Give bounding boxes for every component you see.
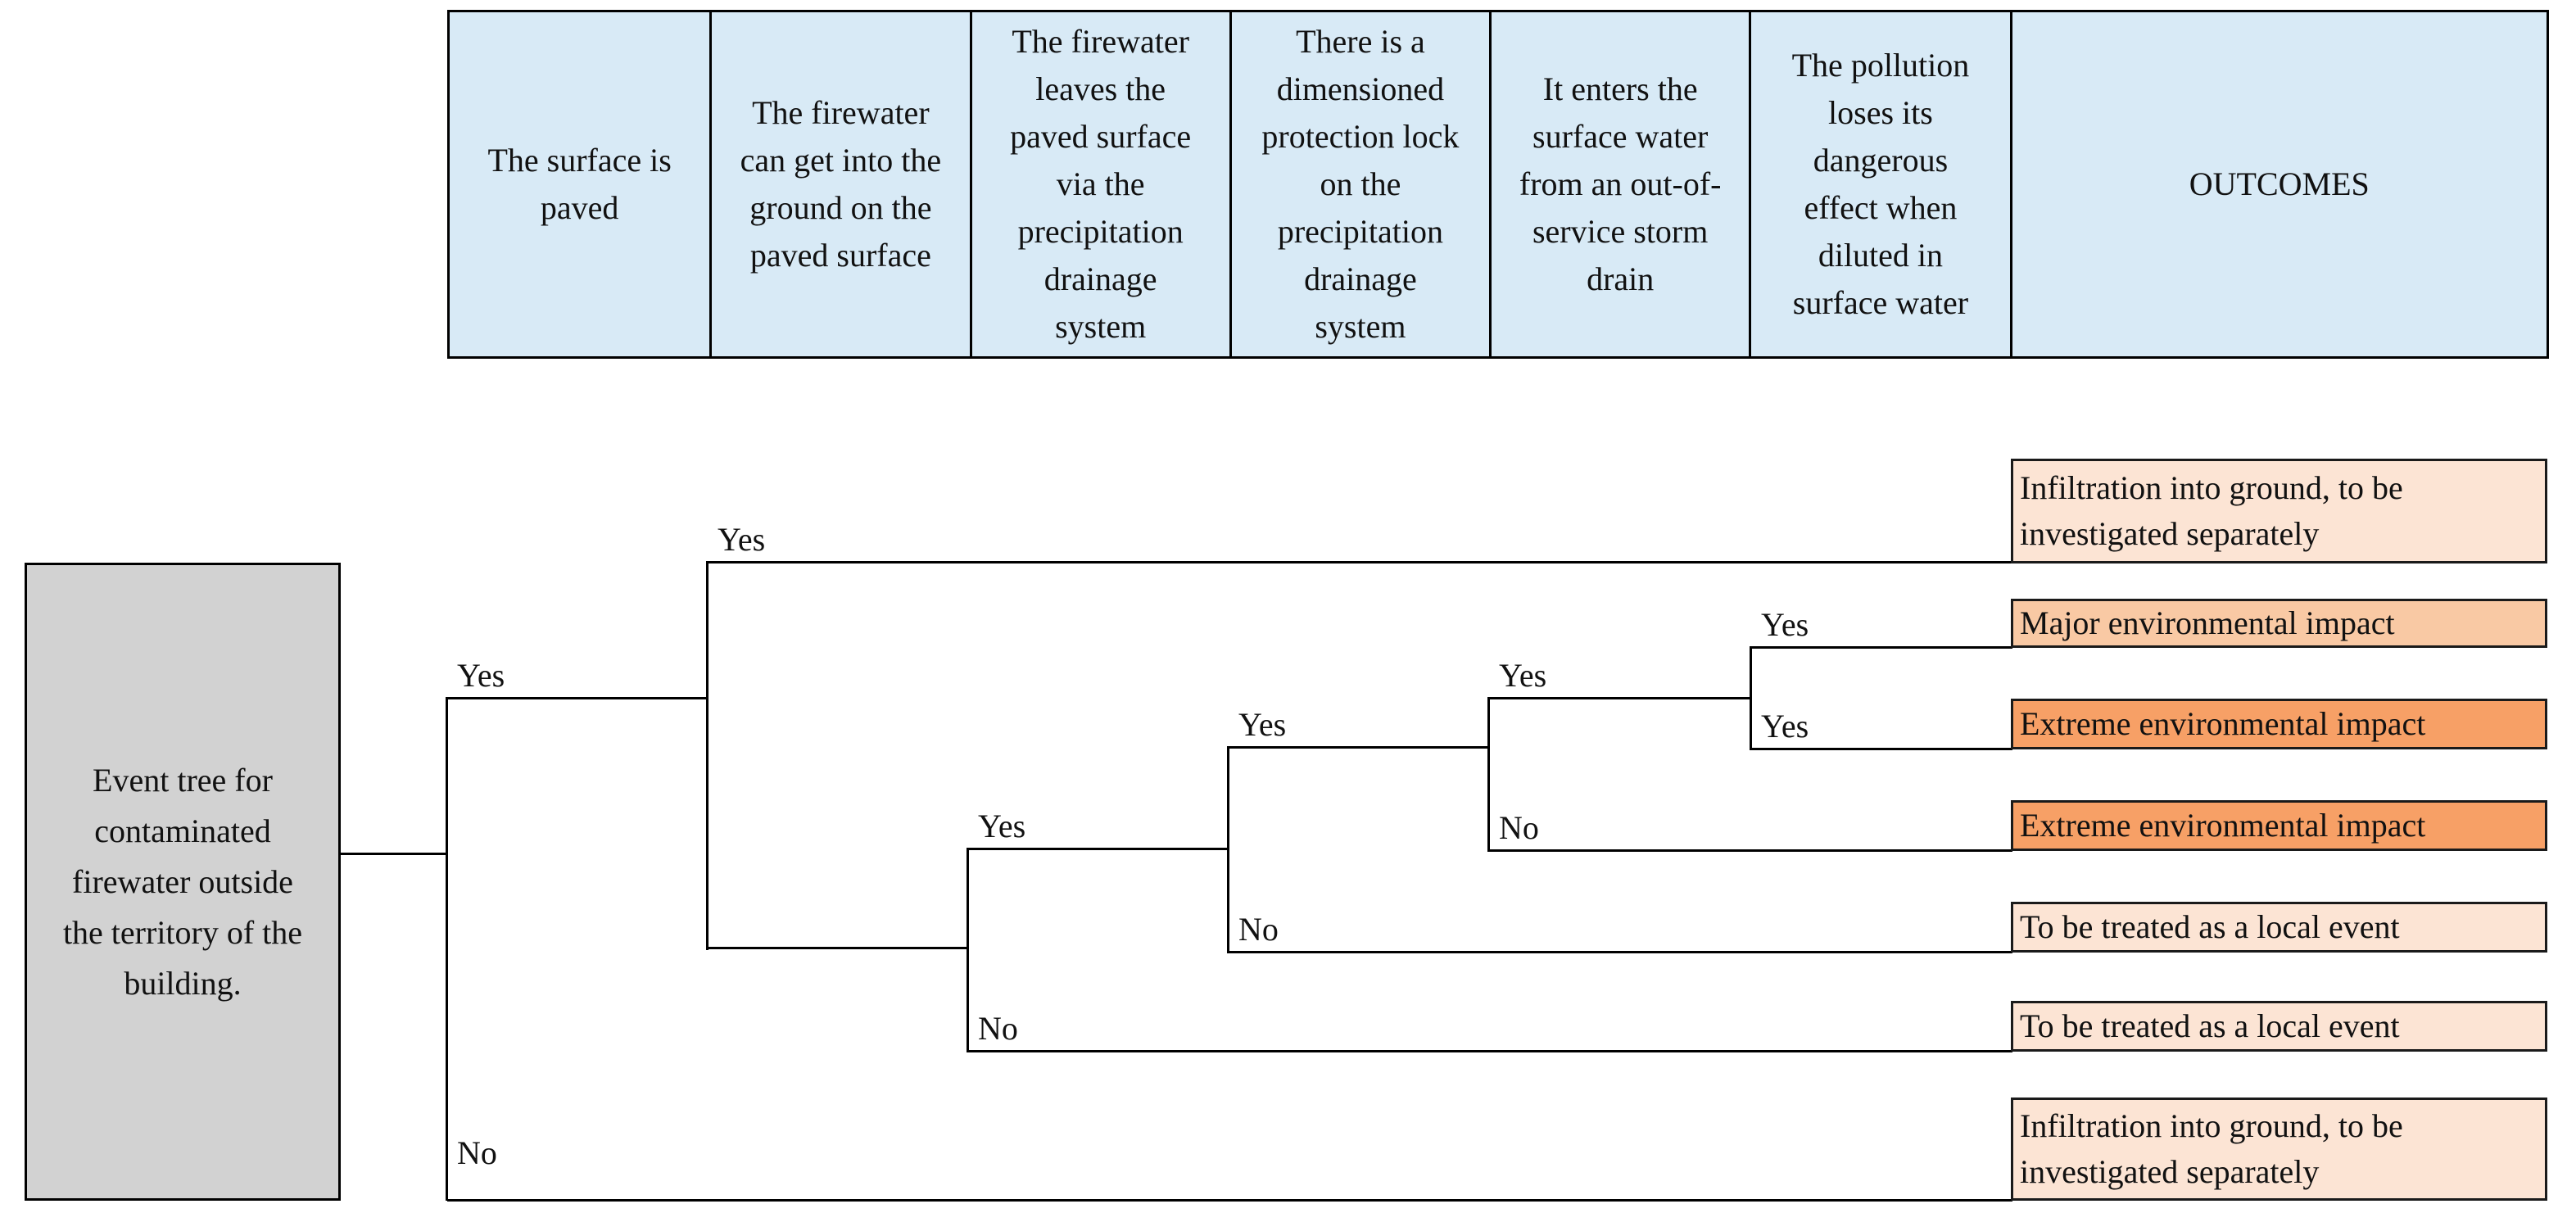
header-cell-outcomes: OUTCOMES xyxy=(2009,12,2547,356)
outcome-box-major-impact: Major environmental impact xyxy=(2011,599,2547,648)
line-l1-no xyxy=(447,1199,2012,1202)
outcome-box-local-event-2: To be treated as a local event xyxy=(2011,1001,2547,1052)
branch-v6-pollution-diluted xyxy=(1750,646,1752,750)
line-l4-yes xyxy=(1229,746,1489,749)
line-l2-yes xyxy=(708,561,2012,563)
question-header-table: The surface is paved The firewater can g… xyxy=(447,10,2549,359)
branch-v4-protection-lock xyxy=(1227,746,1229,953)
branch-v2-into-ground xyxy=(706,561,709,950)
header-cell-surface-paved: The surface is paved xyxy=(487,142,672,226)
branch-label-l6-yes-lower: Yes xyxy=(1761,708,1809,745)
line-l5-no xyxy=(1489,849,2012,852)
line-root-connector xyxy=(341,853,447,855)
line-l1-yes xyxy=(447,697,708,699)
line-l2-no xyxy=(708,947,968,949)
branch-v1-surface-paved xyxy=(446,697,448,1201)
branch-label-l2-yes: Yes xyxy=(718,521,766,558)
header-cell-protection-lock: There is a dimensioned protection lock o… xyxy=(1229,12,1489,356)
branch-label-l5-no: No xyxy=(1499,809,1539,846)
line-l6-yes xyxy=(1751,646,2012,649)
branch-label-l6-yes-upper: Yes xyxy=(1761,606,1809,643)
branch-v5-storm-drain xyxy=(1487,697,1490,852)
line-l4-no xyxy=(1229,951,2012,953)
branch-label-l4-yes: Yes xyxy=(1238,706,1287,743)
outcome-box-local-event-1: To be treated as a local event xyxy=(2011,902,2547,953)
outcome-box-infiltration-bottom: Infiltration into ground, to be investig… xyxy=(2011,1098,2547,1201)
branch-label-l1-yes: Yes xyxy=(457,657,505,694)
header-cell-storm-drain: It enters the surface water from an out-… xyxy=(1489,12,1749,356)
header-cell-pollution-diluted: The pollution loses its dangerous effect… xyxy=(1749,12,2009,356)
outcome-box-infiltration-top: Infiltration into ground, to be investig… xyxy=(2011,459,2547,563)
outcome-box-extreme-impact-1: Extreme environmental impact xyxy=(2011,699,2547,749)
header-cell-leaves-surface: The firewater leaves the paved surface v… xyxy=(969,12,1229,356)
branch-label-l4-no: No xyxy=(1238,911,1279,948)
root-event-box: Event tree for contaminated firewater ou… xyxy=(25,563,341,1201)
header-cell-into-ground: The firewater can get into the ground on… xyxy=(709,12,969,356)
branch-v3-leaves-surface xyxy=(967,848,969,1052)
branch-label-l5-yes: Yes xyxy=(1499,657,1547,694)
branch-label-l1-no: No xyxy=(457,1134,497,1171)
line-l5-yes xyxy=(1489,697,1751,699)
line-l3-no xyxy=(968,1050,2012,1052)
outcome-box-extreme-impact-2: Extreme environmental impact xyxy=(2011,800,2547,851)
branch-label-l3-yes: Yes xyxy=(978,808,1026,844)
line-l3-yes xyxy=(968,848,1229,850)
branch-label-l3-no: No xyxy=(978,1010,1018,1047)
line-l6-no xyxy=(1751,748,2012,750)
